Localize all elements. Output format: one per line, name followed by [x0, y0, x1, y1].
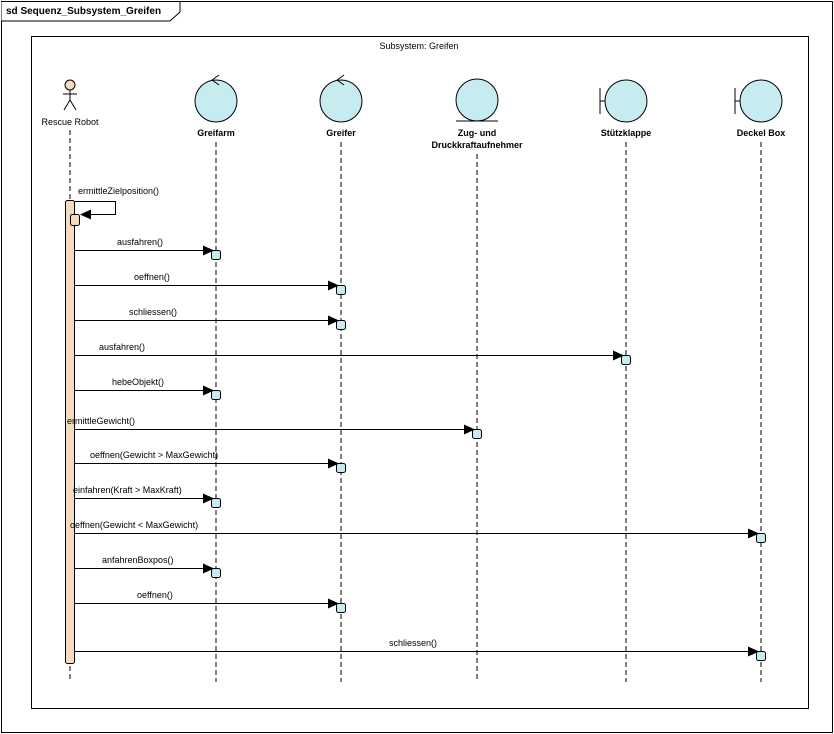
- arrowhead: [613, 350, 624, 361]
- arrowhead: [328, 280, 339, 291]
- message-label: schliessen(): [129, 307, 177, 317]
- message-greifer: oeffnen(): [75, 590, 346, 613]
- lifeline-name: Druckkraftaufnehmer: [431, 140, 523, 150]
- lifeline-name: Zug- und: [458, 128, 496, 138]
- activation-box: [621, 355, 631, 365]
- activation-box: [211, 498, 221, 508]
- activation-box: [211, 250, 221, 260]
- frame-title: sd Sequenz_Subsystem_Greifen: [6, 6, 161, 17]
- activation-box: [756, 651, 766, 661]
- arrowhead: [748, 528, 759, 539]
- message-label: schliessen(): [389, 638, 437, 648]
- lifeline-head-greifer: Greifer: [319, 74, 363, 138]
- message-label: ausfahren(): [99, 342, 145, 352]
- lifeline-name: Greifer: [326, 128, 356, 138]
- lifeline-name: Deckel Box: [737, 128, 786, 138]
- boundary-icon: [604, 79, 648, 123]
- activation-box: [336, 285, 346, 295]
- message-zug: ermittleGewicht(): [67, 416, 482, 439]
- activation-box: [211, 390, 221, 400]
- arrowhead: [328, 315, 339, 326]
- actor-rescue-robot: Rescue Robot: [41, 79, 99, 127]
- message-deckel: schliessen(): [75, 638, 766, 661]
- message-label: einfahren(Kraft > MaxKraft): [73, 485, 182, 495]
- message-greifer: oeffnen(Gewicht > MaxGewicht): [75, 450, 346, 473]
- arrowhead: [203, 563, 214, 574]
- activation-box: [336, 603, 346, 613]
- boundary-icon: [739, 79, 783, 123]
- activation-box: [756, 533, 766, 543]
- activation-box: [211, 568, 221, 578]
- message-deckel: oeffnen(Gewicht < MaxGewicht): [70, 520, 766, 543]
- lifeline-head-zug: Zug- und Druckkraftaufnehmer: [431, 78, 523, 150]
- activation-box: [336, 463, 346, 473]
- lifeline-name: Stützklappe: [601, 128, 652, 138]
- self-message-label: ermittleZielposition(): [78, 186, 159, 196]
- message-label: oeffnen(Gewicht > MaxGewicht): [90, 450, 218, 460]
- arrowhead: [328, 458, 339, 469]
- message-greifarm: anfahrenBoxpos(): [75, 555, 221, 578]
- subsystem-label: Subsystem: Greifen: [379, 41, 458, 51]
- actor-icon: [63, 79, 77, 111]
- message-greifer: schliessen(): [75, 307, 346, 330]
- control-icon: [194, 79, 238, 123]
- activation-box: [472, 429, 482, 439]
- activation-bar-actor: [65, 200, 75, 664]
- arrowhead: [748, 646, 759, 657]
- self-message: ermittleZielposition(): [70, 186, 159, 226]
- message-greifer: oeffnen(): [75, 272, 346, 295]
- arrowhead: [203, 493, 214, 504]
- lifeline-head-stuetzklappe: Stützklappe: [599, 79, 652, 138]
- lifeline-name: Greifarm: [197, 128, 235, 138]
- control-icon: [319, 79, 363, 123]
- message-stuetz: ausfahren(): [75, 342, 631, 365]
- arrowhead: [464, 424, 475, 435]
- lifeline-head-deckel-box: Deckel Box: [734, 79, 786, 138]
- subsystem-boundary: [31, 36, 809, 709]
- message-label: ermittleGewicht(): [67, 416, 135, 426]
- message-greifarm: ausfahren(): [75, 237, 221, 260]
- self-activation: [70, 214, 80, 226]
- message-label: hebeObjekt(): [112, 377, 164, 387]
- message-label: anfahrenBoxpos(): [102, 555, 174, 565]
- arrowhead: [328, 598, 339, 609]
- actor-name: Rescue Robot: [41, 117, 99, 127]
- message-label: oeffnen(): [134, 272, 170, 282]
- messages-layer: ausfahren() oeffnen() schliessen() ausfahre…: [67, 237, 766, 661]
- activation-box: [336, 320, 346, 330]
- message-label: oeffnen(Gewicht < MaxGewicht): [70, 520, 198, 530]
- lifeline-head-greifarm: Greifarm: [194, 74, 238, 138]
- frame-title-tab: [1, 1, 181, 22]
- entity-icon: [455, 78, 499, 122]
- message-greifarm: einfahren(Kraft > MaxKraft): [73, 485, 221, 508]
- message-label: ausfahren(): [117, 237, 163, 247]
- message-greifarm: hebeObjekt(): [75, 377, 221, 400]
- arrowhead: [203, 385, 214, 396]
- arrowhead: [203, 245, 214, 256]
- message-label: oeffnen(): [137, 590, 173, 600]
